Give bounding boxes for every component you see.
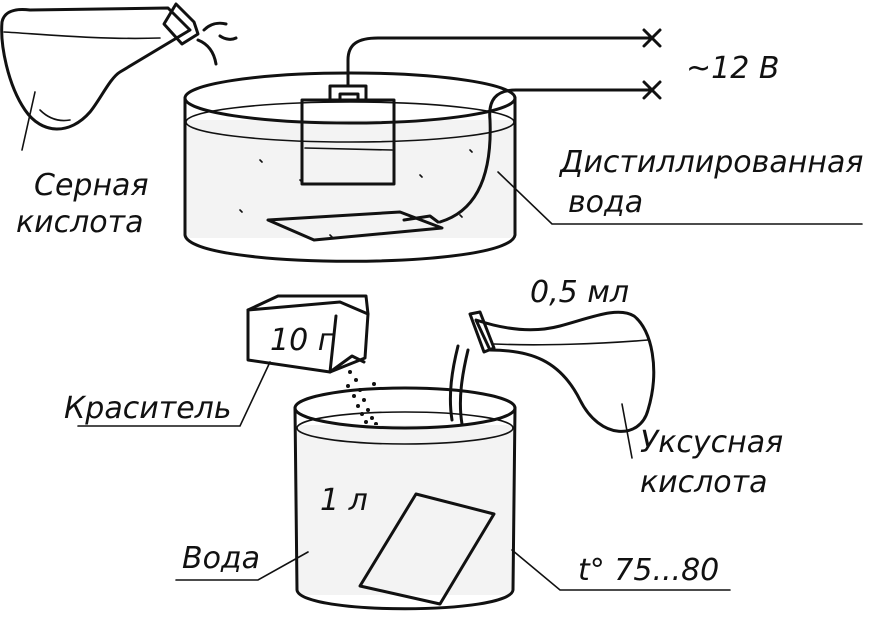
sulfuric-acid-flask [0,2,238,131]
leader-water [175,551,309,581]
leader-sulfuric-acid [21,91,36,151]
label-dye: Краситель [64,391,232,426]
label-volume: 1 л [320,483,368,518]
label-acetic-acid-1: Уксусная [640,425,783,460]
label-distilled-water-1: Дистиллированная [558,145,863,180]
label-sulfuric-acid-1: Серная [34,168,149,203]
terminal-cross-2 [642,80,662,100]
label-voltage: ~12 В [686,51,779,86]
label-acetic-acid-amount: 0,5 мл [530,275,629,310]
label-dye-amount: 10 г [270,323,334,358]
leader-distilled-water [497,171,863,225]
dye-particles [346,370,382,432]
terminal-cross-1 [642,28,662,48]
label-acetic-acid-2: кислота [640,465,768,500]
label-temperature: t° 75...80 [578,553,719,588]
label-distilled-water-2: вода [568,185,643,220]
label-water: Вода [182,541,260,576]
leader-temperature [511,549,731,591]
electrolysis-bath [183,71,517,263]
dye-box [246,294,370,374]
label-sulfuric-acid-2: кислота [16,205,144,240]
power-wires [346,28,662,224]
bath-water [185,120,515,238]
leader-acetic-acid [621,403,633,459]
leader-dye [77,361,271,427]
cathode-plate [266,210,444,242]
immersed-sample [358,492,496,606]
